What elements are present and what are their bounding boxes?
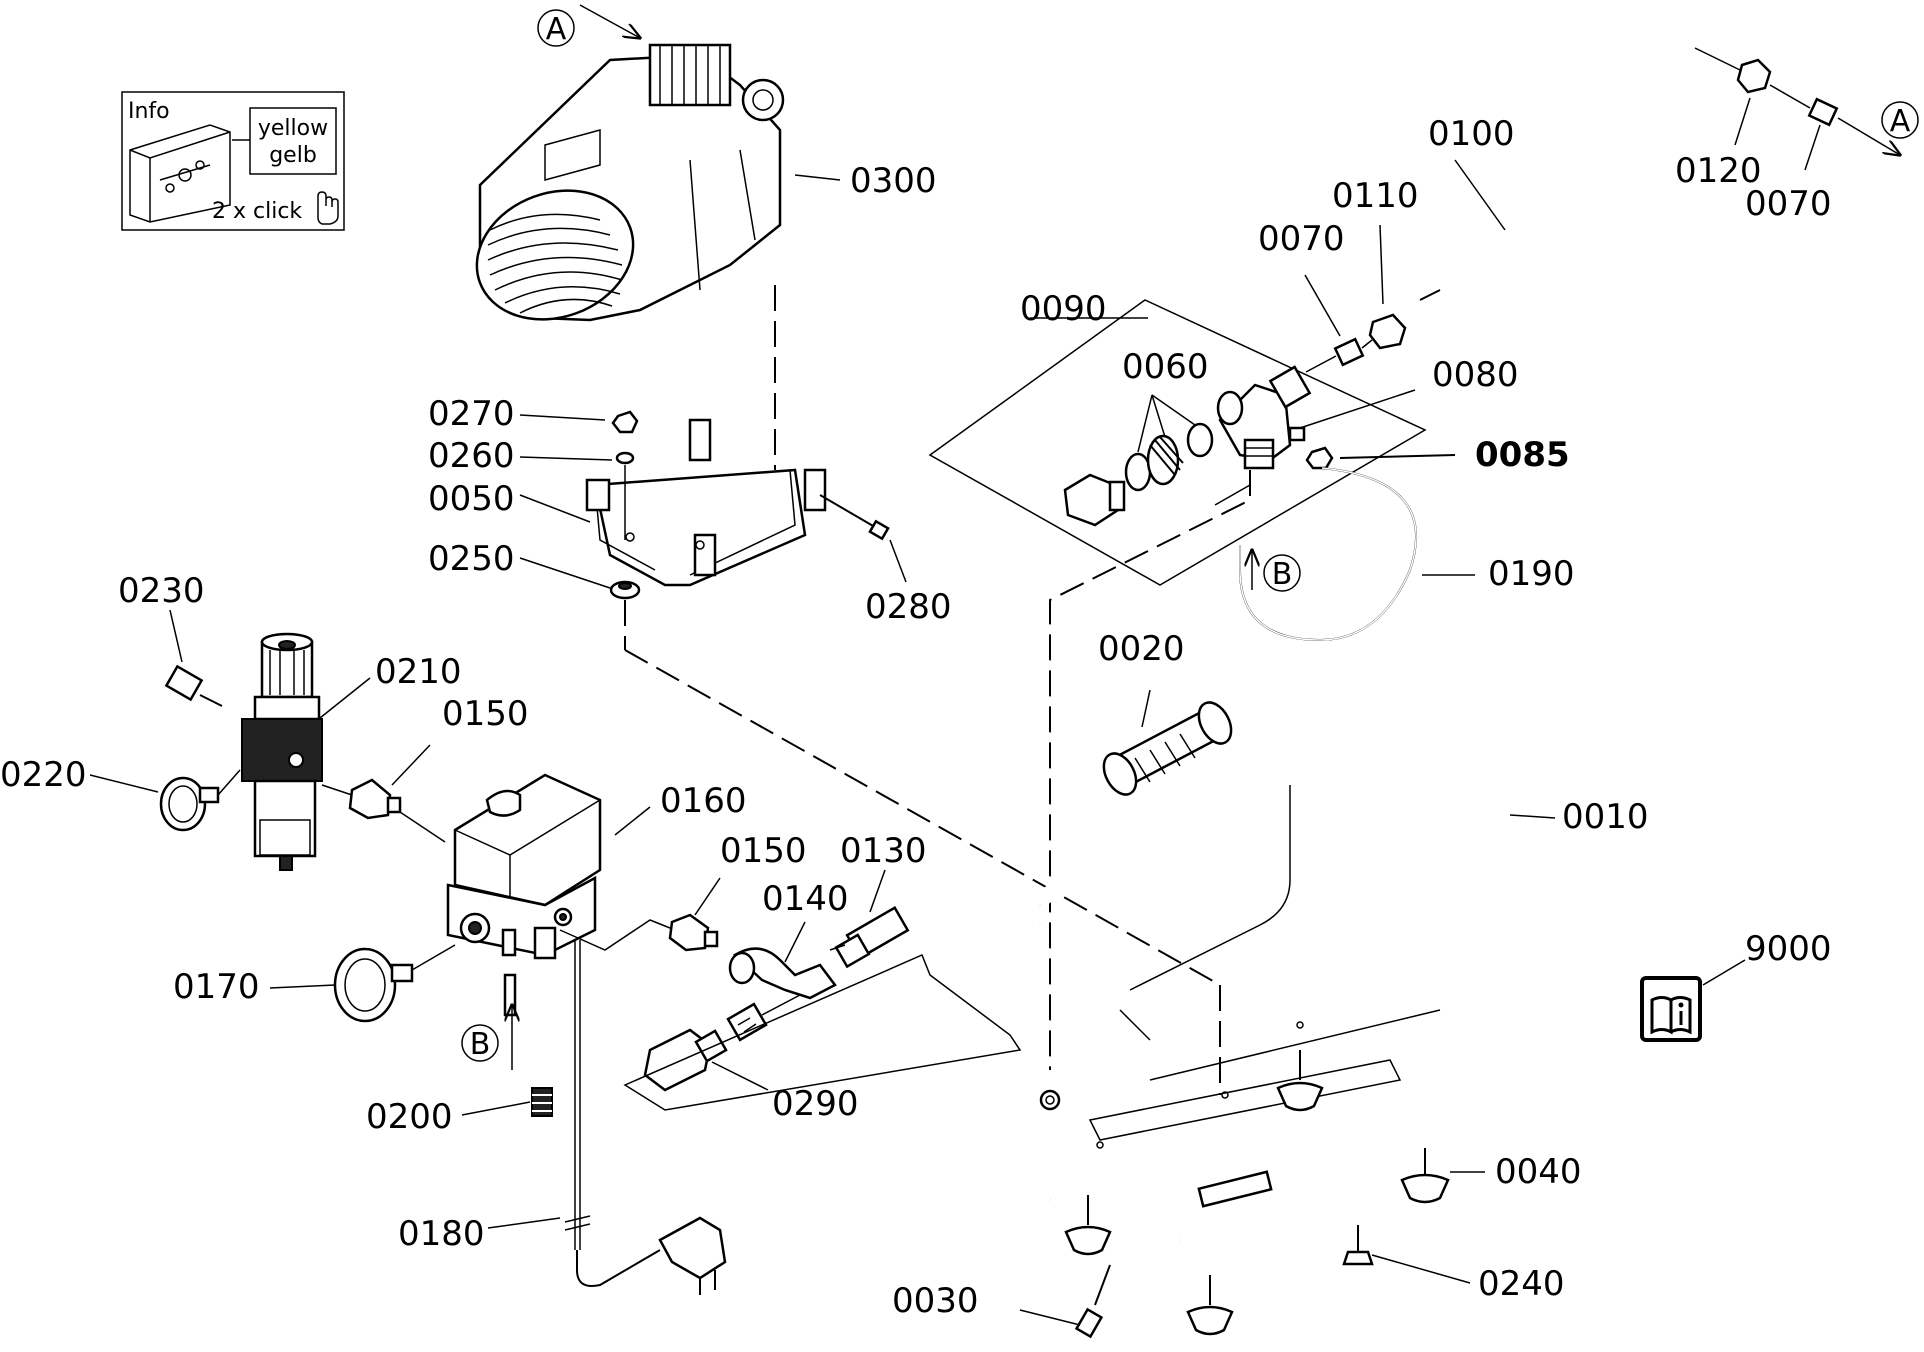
- pressure-switch-0160[interactable]: [446, 773, 602, 1250]
- info-color-en: yellow: [258, 116, 328, 141]
- motor-fan-grille: [487, 213, 623, 314]
- label-0070-right: 0070: [1745, 184, 1832, 224]
- info-color-tag: [249, 107, 337, 175]
- label-0090: 0090: [1020, 289, 1107, 329]
- gauge-0170[interactable]: [333, 947, 414, 1023]
- damper-0250[interactable]: [609, 580, 641, 600]
- label-0030: 0030: [892, 1281, 979, 1321]
- label-0010: 0010: [1562, 797, 1649, 837]
- safety-valve-0290[interactable]: [643, 1028, 728, 1092]
- filter-insert-0200[interactable]: [531, 1087, 553, 1117]
- label-0080: 0080: [1432, 355, 1519, 395]
- label-0100: 0100: [1428, 114, 1515, 154]
- marker-b-left: B: [461, 1024, 499, 1062]
- foot-0040-c[interactable]: [1064, 1195, 1112, 1256]
- hose-piece-b: [503, 973, 517, 1017]
- drain-valve-0030[interactable]: [1074, 1264, 1111, 1339]
- fitting-0070-right[interactable]: [1807, 97, 1839, 127]
- fitting-0150-lower[interactable]: [668, 913, 719, 952]
- valve-plug-screw[interactable]: [1063, 473, 1126, 527]
- handle-grip-0020[interactable]: [1097, 697, 1237, 800]
- fitting-0070-upper[interactable]: [1333, 337, 1365, 367]
- label-0050: 0050: [428, 479, 515, 519]
- gauge-0220[interactable]: [159, 776, 220, 832]
- nipple-lower[interactable]: [726, 1002, 768, 1042]
- plug-0085[interactable]: [1305, 446, 1334, 470]
- marker-a-right: A: [1881, 101, 1919, 139]
- foot-0040-b[interactable]: [1276, 1050, 1324, 1112]
- label-0230: 0230: [118, 571, 205, 611]
- check-valve-body[interactable]: [1216, 365, 1312, 470]
- cylinder-head-fins: [648, 43, 732, 107]
- label-0270: 0270: [428, 394, 515, 434]
- fitting-0230[interactable]: [164, 664, 223, 707]
- label-0200: 0200: [366, 1097, 453, 1137]
- fitting-group-outline: [623, 954, 1022, 1111]
- svg-text:B: B: [470, 1027, 491, 1062]
- nut-0270[interactable]: [611, 410, 639, 434]
- label-0085: 0085: [1475, 435, 1570, 475]
- marker-a-top: A: [537, 4, 640, 47]
- label-0280: 0280: [865, 587, 952, 627]
- label-0220: 0220: [0, 755, 87, 795]
- foot-0040-d[interactable]: [1186, 1275, 1234, 1336]
- washer-0260[interactable]: [615, 451, 635, 465]
- label-0240: 0240: [1478, 1264, 1565, 1304]
- info-color-de: gelb: [269, 143, 317, 168]
- label-0290: 0290: [772, 1084, 859, 1124]
- hose-0190[interactable]: [1239, 467, 1418, 642]
- frame-0010[interactable]: [942, 705, 1488, 1248]
- screw-0240[interactable]: [1342, 1225, 1374, 1266]
- label-0260: 0260: [428, 436, 515, 476]
- nut-0110[interactable]: [1368, 313, 1407, 350]
- base-plate-part[interactable]: [585, 418, 827, 587]
- label-0130: 0130: [840, 831, 927, 871]
- pressure-pipe-0100[interactable]: [1419, 33, 1697, 302]
- label-0140: 0140: [762, 879, 849, 919]
- svg-text:A: A: [1890, 104, 1911, 139]
- compressor-motor-part[interactable]: [459, 43, 785, 341]
- label-0170: 0170: [173, 967, 260, 1007]
- label-0180: 0180: [398, 1214, 485, 1254]
- nut-0120[interactable]: [1736, 58, 1772, 94]
- label-0110: 0110: [1332, 176, 1419, 216]
- label-0190: 0190: [1488, 554, 1575, 594]
- label-0040: 0040: [1495, 1152, 1582, 1192]
- info-box[interactable]: Info yellow gelb 2 x click: [121, 91, 345, 231]
- screw-0280[interactable]: [819, 494, 890, 541]
- fitting-0130[interactable]: [834, 906, 910, 969]
- label-0020: 0020: [1098, 629, 1185, 669]
- manual-book-info-icon[interactable]: [1640, 976, 1702, 1042]
- label-0250: 0250: [428, 539, 515, 579]
- info-action: 2 x click: [212, 199, 302, 224]
- svg-text:A: A: [546, 12, 567, 47]
- fitting-0080[interactable]: [1288, 426, 1306, 442]
- info-title: Info: [128, 99, 170, 124]
- label-0150-lower: 0150: [720, 831, 807, 871]
- svg-text:B: B: [1272, 557, 1293, 592]
- filter-regulator-0210[interactable]: [241, 632, 323, 871]
- pointer-hand-icon: [317, 191, 339, 225]
- marker-b-hose: B: [1263, 554, 1301, 592]
- foot-0040-a[interactable]: [1400, 1148, 1450, 1204]
- valve-assembly-box: [928, 299, 1427, 586]
- power-cable-0180[interactable]: [564, 1215, 727, 1295]
- label-0210: 0210: [375, 652, 462, 692]
- label-0160: 0160: [660, 781, 747, 821]
- fitting-0150-upper[interactable]: [348, 778, 402, 820]
- elbow-0140[interactable]: [728, 947, 837, 1000]
- label-0150-upper: 0150: [442, 694, 529, 734]
- label-0060: 0060: [1122, 347, 1209, 387]
- label-0070-upper: 0070: [1258, 219, 1345, 259]
- info-thumbnail: [129, 124, 231, 223]
- label-9000: 9000: [1745, 929, 1832, 969]
- label-0120: 0120: [1675, 151, 1762, 191]
- label-0300: 0300: [850, 161, 937, 201]
- valve-spring-set-0060[interactable]: [1124, 422, 1214, 492]
- connection-line-switch: [559, 919, 676, 951]
